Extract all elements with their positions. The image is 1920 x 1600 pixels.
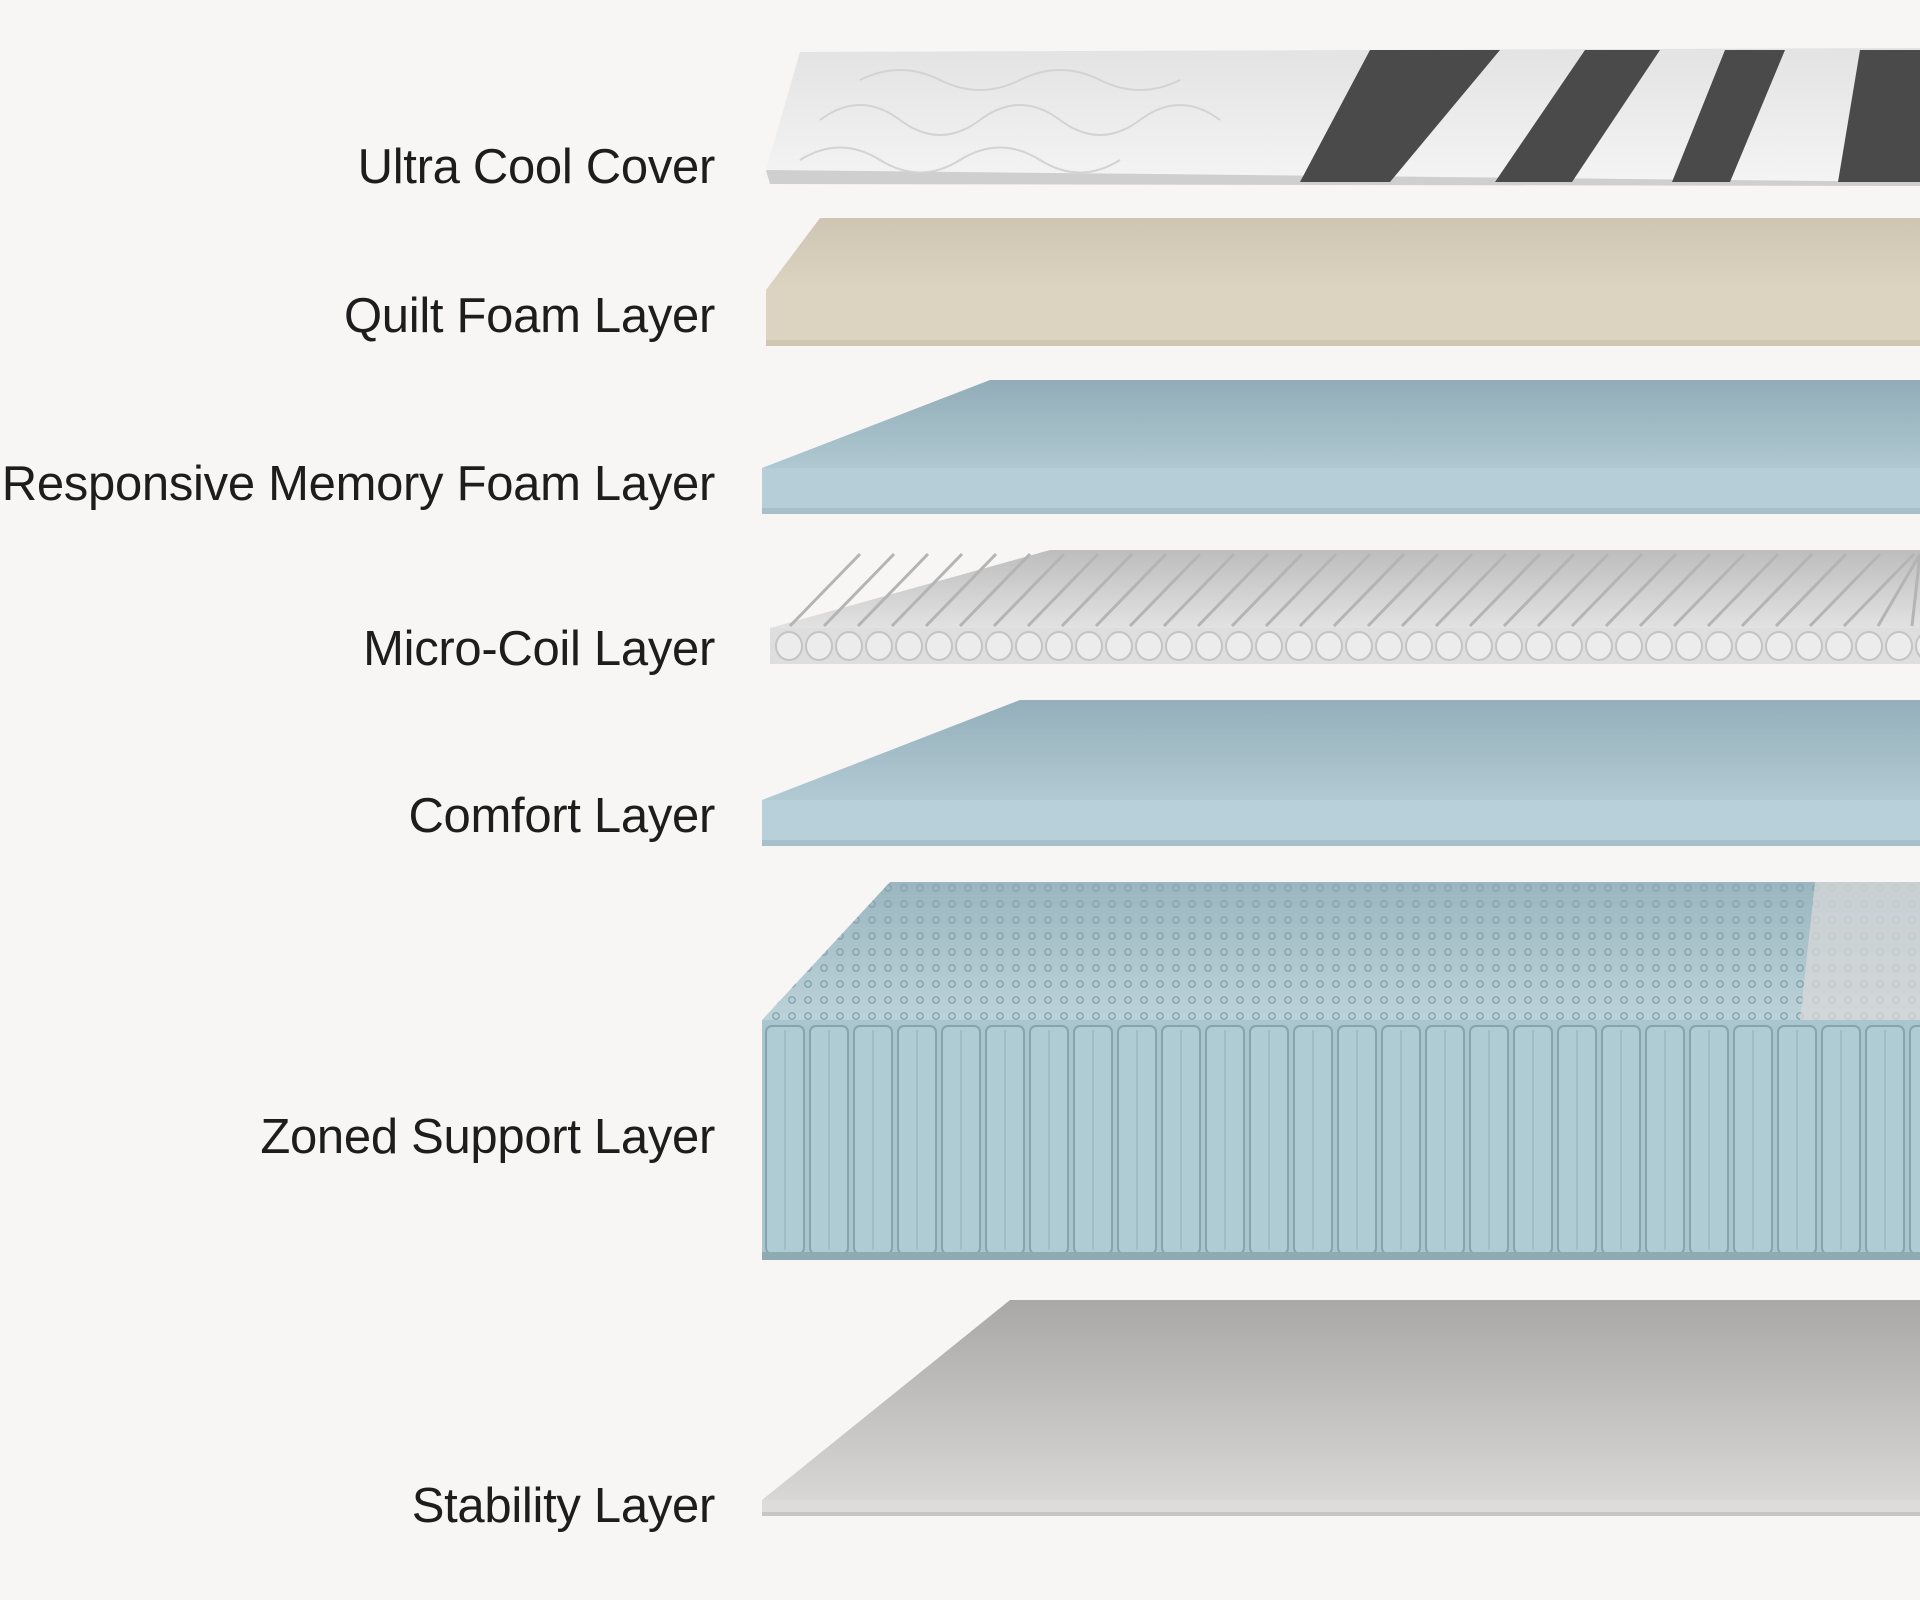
label-quilt-foam-layer: Quilt Foam Layer (343, 289, 715, 343)
label-stability-layer: Stability Layer (411, 1479, 716, 1533)
layer-zoned-support (762, 882, 1920, 1260)
layer-comfort (762, 700, 1920, 846)
label-responsive-memory-foam-layer: Responsive Memory Foam Layer (1, 457, 716, 511)
label-comfort-layer: Comfort Layer (408, 789, 715, 843)
label-micro-coil-layer: Micro-Coil Layer (363, 622, 715, 676)
layer-responsive-memory-foam (762, 380, 1920, 514)
layer-micro-coil (770, 550, 1920, 664)
cover-dark-stripes (1300, 50, 1920, 182)
cover-quilt-stitching (799, 69, 1221, 174)
layer-quilt-foam (766, 218, 1920, 346)
micro-coil-ridges (788, 552, 1920, 628)
micro-coil-front-row (775, 631, 1920, 661)
label-zoned-support-layer: Zoned Support Layer (260, 1110, 715, 1164)
layer-stability (762, 1300, 1920, 1516)
label-ultra-cool-cover: Ultra Cool Cover (357, 140, 716, 194)
layer-ultra-cool-cover (762, 48, 1920, 186)
